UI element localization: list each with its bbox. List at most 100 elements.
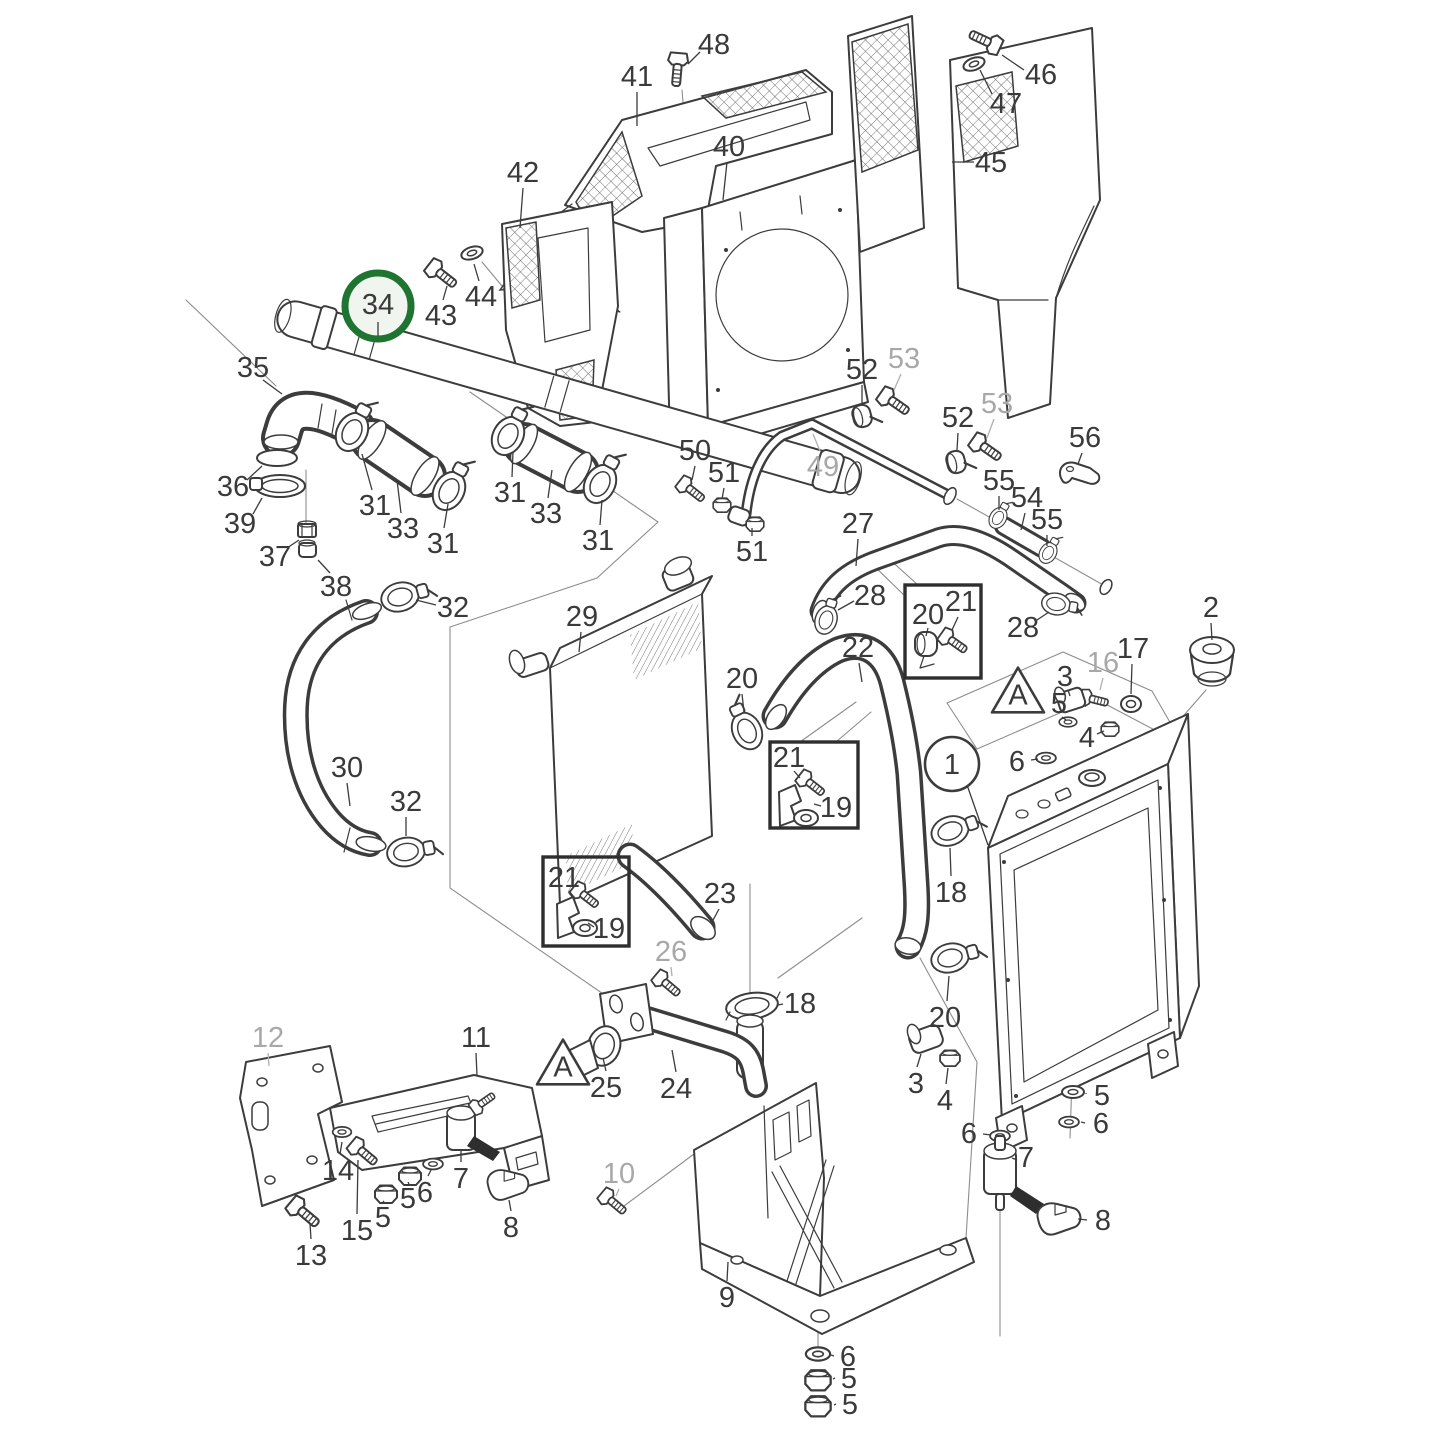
leader-line-9 <box>726 1261 729 1282</box>
part-label-28: 28 <box>1007 612 1039 644</box>
leader-line-25 <box>602 1057 607 1072</box>
part-45-mesh-panels <box>847 15 1101 419</box>
leader-line-8 <box>1077 1218 1088 1221</box>
part-label-45: 45 <box>975 147 1007 179</box>
leader-line-5 <box>407 1181 410 1185</box>
part-label-26: 26 <box>655 936 687 968</box>
leader-line-6 <box>427 1169 432 1177</box>
part-41-fan-guard-frame <box>498 69 833 313</box>
part-49-pipe <box>740 418 957 520</box>
leader-line-30 <box>346 782 351 807</box>
part-label-54: 54 <box>1011 482 1043 514</box>
part-6-washer-bottom <box>804 1346 832 1362</box>
part-label-55: 55 <box>983 465 1015 497</box>
part-label-31: 31 <box>582 525 614 557</box>
leader-line-32 <box>415 599 437 606</box>
leader-line-48 <box>687 51 701 65</box>
part-label-33: 33 <box>387 513 419 545</box>
part-label-51: 51 <box>736 536 768 568</box>
leader-line-54 <box>1020 512 1026 531</box>
part-label-22: 22 <box>842 632 874 664</box>
part-5-nut-bottom-b <box>804 1395 832 1418</box>
part-10-bolt <box>595 1184 632 1220</box>
part-label-4: 4 <box>937 1085 953 1117</box>
leader-line-6 <box>830 1354 835 1357</box>
leader-line-33 <box>396 479 402 514</box>
part-label-11: 11 <box>461 1022 491 1054</box>
part-32-clamp-a <box>376 572 440 617</box>
part-label-31: 31 <box>359 490 391 522</box>
part-33-hose-b <box>502 422 600 494</box>
leader-line-12 <box>267 1052 270 1067</box>
part-label-5: 5 <box>400 1183 416 1215</box>
part-56-clip <box>1058 461 1101 485</box>
part-label-18: 18 <box>935 877 967 909</box>
part-50-bolt <box>673 473 710 508</box>
leader-line-46 <box>1001 54 1025 71</box>
part-label-10: 10 <box>603 1158 635 1190</box>
part-label-6: 6 <box>1093 1108 1109 1140</box>
part-label-53: 53 <box>981 388 1013 420</box>
leader-line-15 <box>356 1159 359 1215</box>
part-label-52: 52 <box>942 402 974 434</box>
leader-line-44 <box>473 263 480 282</box>
leader-line-21 <box>568 890 576 899</box>
leader-line-7 <box>1011 1157 1018 1161</box>
part-3-fitting <box>1053 686 1087 714</box>
leader-line-53 <box>986 418 995 439</box>
part-label-51: 51 <box>708 457 740 489</box>
callout-box-2-contents <box>778 767 830 827</box>
part-label-20: 20 <box>929 1002 961 1034</box>
part-label-46: 46 <box>1025 59 1057 91</box>
part-label-27: 27 <box>842 508 874 540</box>
part-51-nut-a <box>712 497 732 514</box>
part-label-50: 50 <box>679 435 711 467</box>
part-38-plug <box>298 539 317 558</box>
callout-box-2 <box>768 740 860 830</box>
part-label-19: 19 <box>593 913 625 945</box>
leader-line-31 <box>599 499 603 526</box>
leader-line-19 <box>813 803 822 807</box>
leader-line-5 <box>832 1377 836 1380</box>
leader-line-16 <box>1099 677 1104 691</box>
part-44-washer <box>458 242 486 264</box>
part-label-31: 31 <box>494 477 526 509</box>
part-label-21: 21 <box>773 742 805 774</box>
leader-line-49 <box>812 433 821 452</box>
circled-ref-ring <box>923 735 981 793</box>
part-14-washer <box>331 1126 353 1138</box>
leader-line-18 <box>777 1003 784 1006</box>
part-label-44: 44 <box>465 281 497 313</box>
leader-line-31 <box>361 453 373 491</box>
callout-box-1 <box>903 583 983 680</box>
part-51-nut-b <box>745 516 765 533</box>
part-label-3: 3 <box>908 1068 924 1100</box>
leader-line-14 <box>339 1141 343 1155</box>
part-label-29: 29 <box>566 601 598 633</box>
part-label-16: 16 <box>1087 647 1119 679</box>
part-52-clamp-b <box>943 445 978 477</box>
part-7-isolator-left <box>446 1105 476 1151</box>
leader-line-39 <box>252 497 263 515</box>
leader-line-56 <box>1077 452 1083 465</box>
part-label-32: 32 <box>390 786 422 818</box>
part-label-47: 47 <box>990 88 1022 120</box>
part-label-19: 19 <box>820 792 852 824</box>
leader-line-17 <box>1130 663 1133 695</box>
part-label-5: 5 <box>842 1389 858 1421</box>
part-5-washer-right <box>1061 1085 1085 1099</box>
part-label-4: 4 <box>1079 722 1095 754</box>
part-25-flange-clamp <box>565 1025 622 1081</box>
warning-triangle-letter: A <box>1008 679 1028 711</box>
leader-line-35 <box>262 379 283 395</box>
part-label-5: 5 <box>375 1202 391 1234</box>
part-53-bolt-b <box>965 429 1007 467</box>
leader-line-26 <box>670 966 673 977</box>
leader-line-20 <box>946 975 950 1002</box>
part-12-bracket-plate <box>239 1045 343 1207</box>
part-label-41: 41 <box>621 61 653 93</box>
callout-box-1-contents <box>914 625 972 669</box>
part-label-8: 8 <box>503 1212 519 1244</box>
